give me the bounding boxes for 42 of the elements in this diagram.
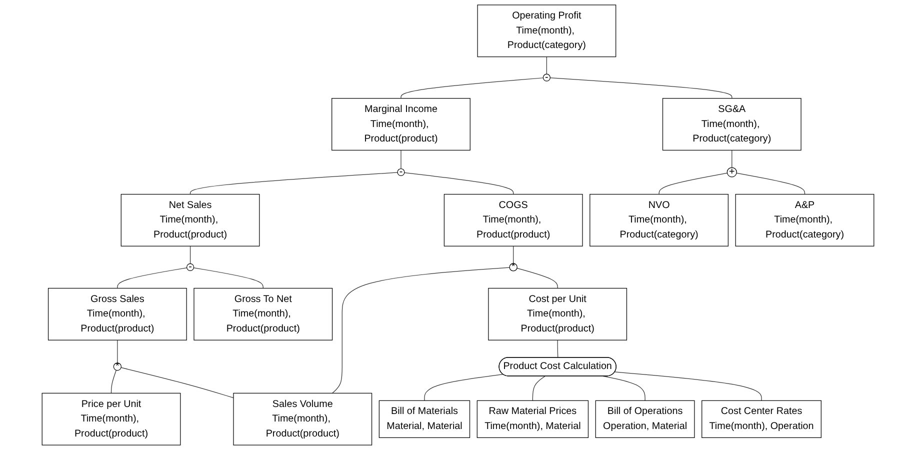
connector bbox=[546, 56, 547, 74]
node-box: Bill of Materials Material, Material bbox=[378, 400, 470, 438]
node-box: Sales Volume Time(month), Product(product) bbox=[233, 392, 372, 446]
node-circle: - bbox=[397, 168, 405, 176]
node-box: Bill of Operations Operation, Material bbox=[595, 400, 695, 438]
connector bbox=[120, 367, 234, 398]
node-circle: - bbox=[542, 74, 550, 82]
connector bbox=[193, 267, 264, 289]
node-box: NVO Time(month), Product(category) bbox=[590, 194, 728, 246]
node-circle: - bbox=[186, 263, 194, 271]
node-circle: + bbox=[726, 167, 737, 178]
connector bbox=[424, 374, 504, 401]
node-box: Raw Material Prices Time(month), Material bbox=[476, 400, 589, 438]
connector bbox=[117, 267, 188, 289]
node-box: Operating Profit Time(month), Product(category) bbox=[477, 4, 616, 58]
connector bbox=[614, 372, 762, 401]
connector bbox=[550, 78, 732, 99]
node-box: Cost per Unit Time(month), Product(product) bbox=[488, 288, 628, 340]
connector bbox=[400, 78, 544, 99]
connector bbox=[513, 246, 514, 264]
connector bbox=[117, 340, 118, 364]
node-box: A&P Time(month), Product(category) bbox=[735, 194, 874, 246]
node-box: COGS Time(month), Product(product) bbox=[444, 194, 583, 246]
connector bbox=[404, 172, 514, 195]
connector bbox=[400, 150, 402, 170]
connector bbox=[110, 370, 116, 394]
node-box: SG&A Time(month), Product(category) bbox=[662, 98, 802, 151]
connector bbox=[736, 172, 806, 195]
connector bbox=[532, 376, 546, 401]
node-box: Gross Sales Time(month), Product(product) bbox=[48, 288, 187, 340]
node-box: Cost Center Rates Time(month), Operation bbox=[702, 400, 822, 438]
node-box: Price per Unit Time(month), Product(product) bbox=[42, 392, 181, 446]
connector bbox=[516, 268, 558, 289]
node-box: Marginal Income Time(month), Product(product) bbox=[332, 98, 470, 151]
connector bbox=[658, 172, 728, 195]
connector bbox=[557, 340, 558, 358]
connector bbox=[332, 267, 510, 394]
node-box: Gross To Net Time(month), Product(product) bbox=[194, 288, 333, 340]
connector bbox=[190, 246, 191, 264]
node-box: Net Sales Time(month), Product(product) bbox=[120, 194, 260, 246]
connector bbox=[602, 376, 646, 401]
connector bbox=[190, 172, 398, 195]
